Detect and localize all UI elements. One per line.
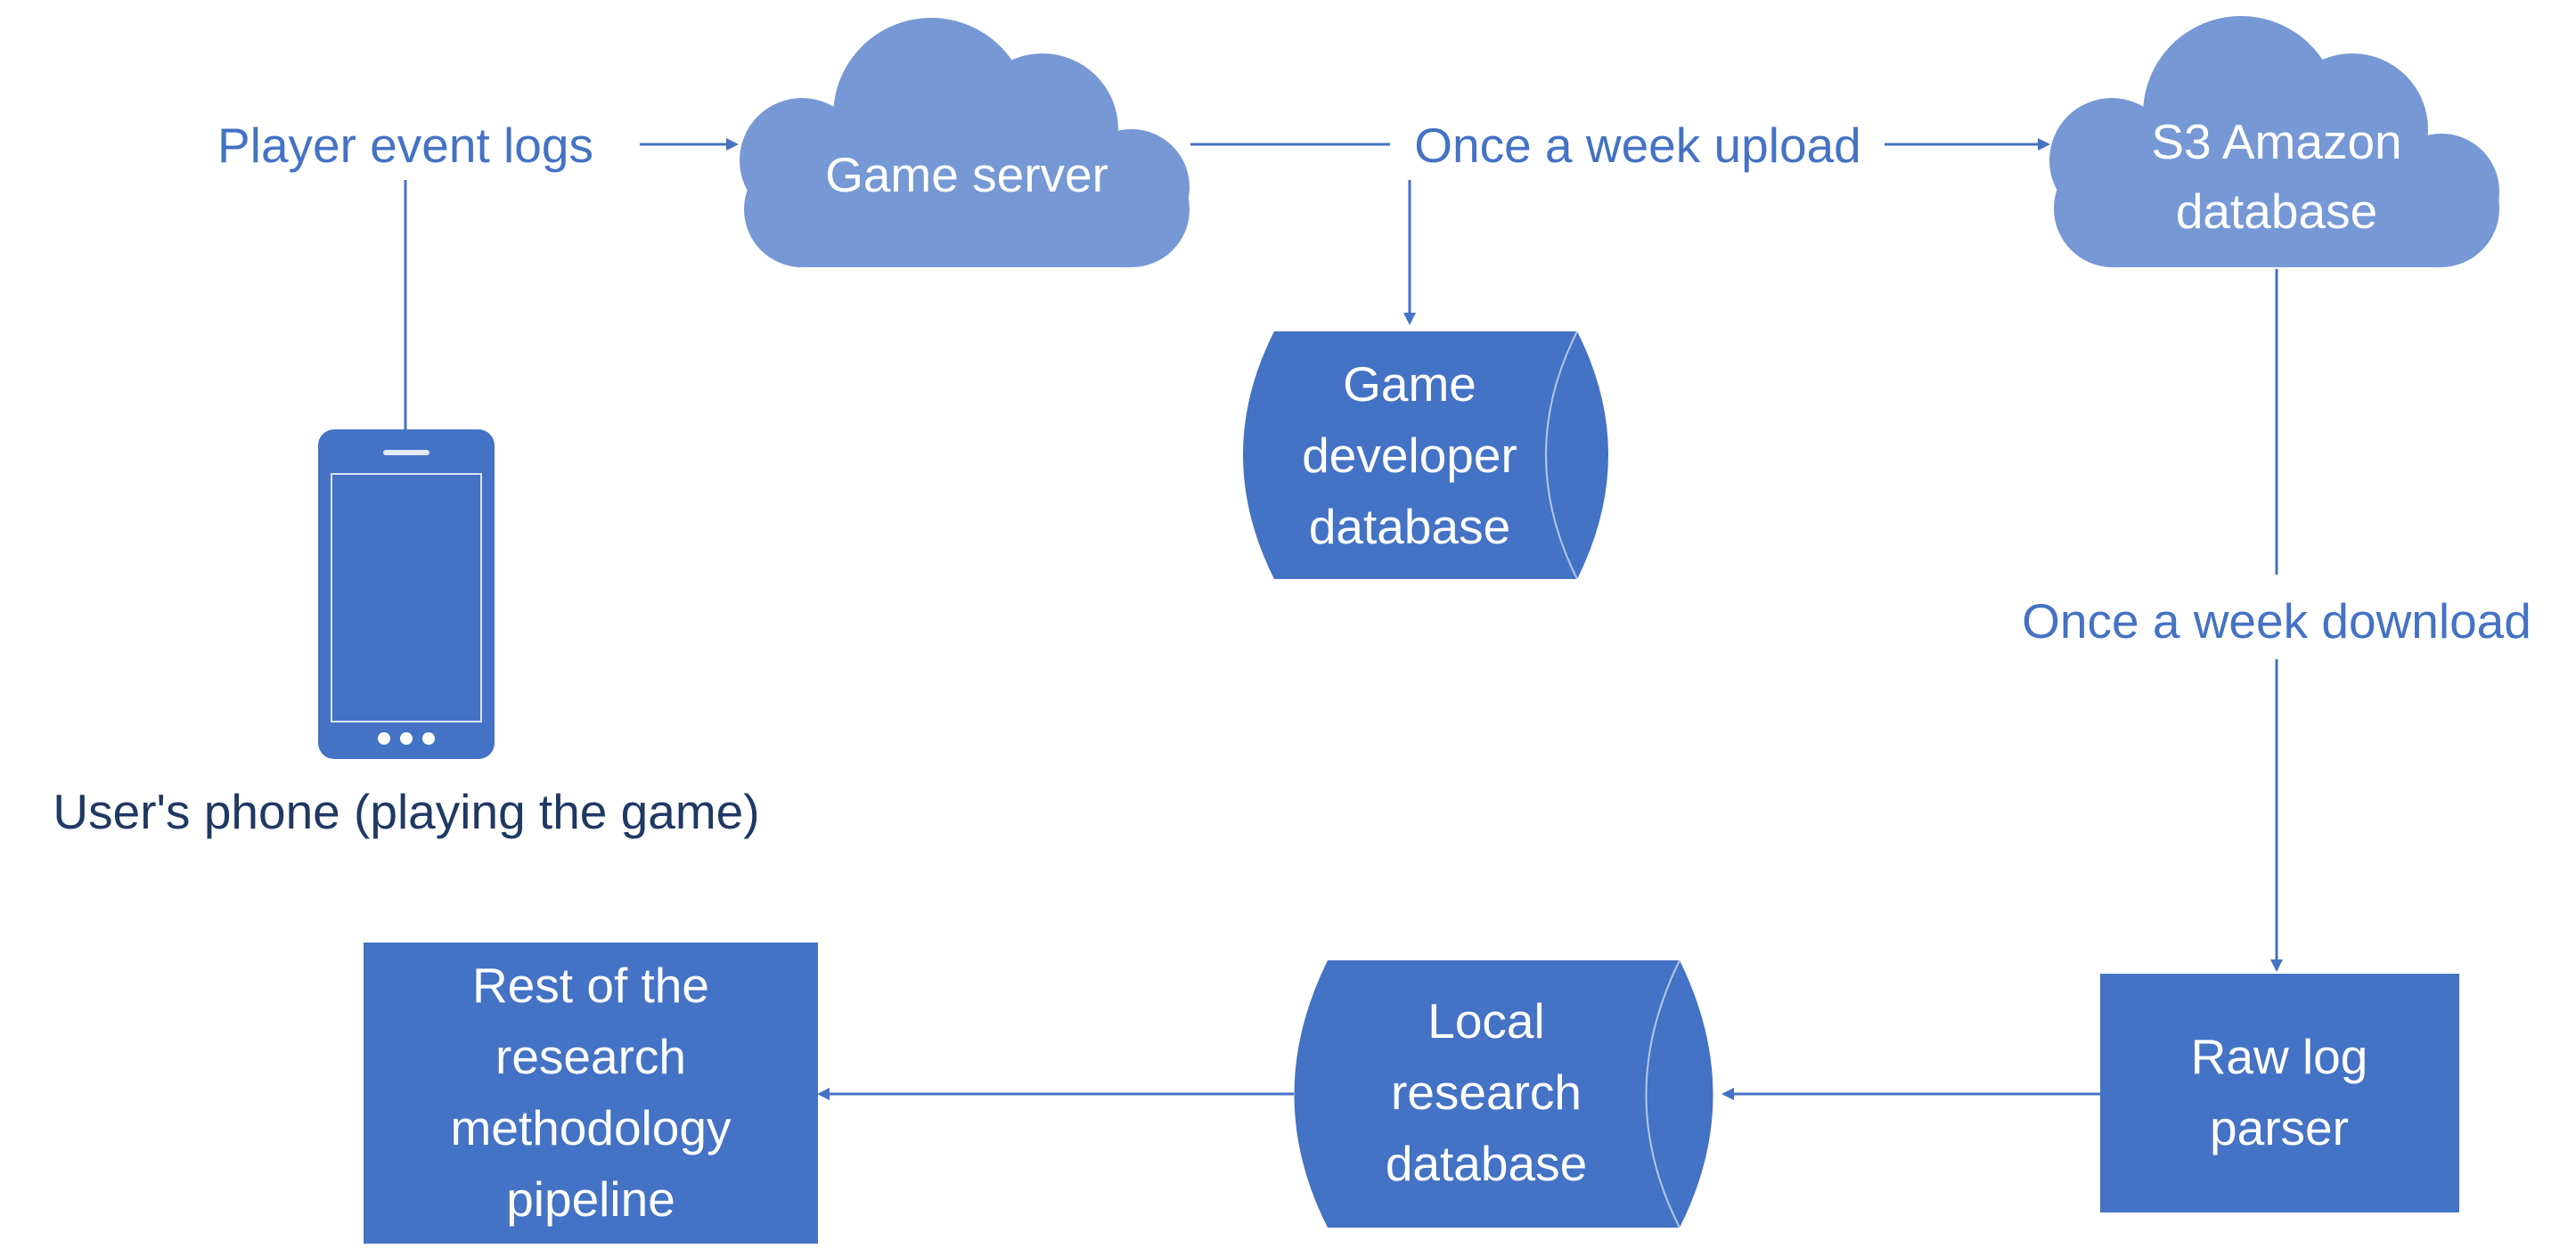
rest-of-pipeline-node: Rest of the research methodology pipelin… [364,943,818,1244]
parser-label-line-2: parser [2210,1100,2349,1155]
devdb-label-line-3: database [1309,499,1510,554]
users-phone-node: User's phone (playing the game) [53,429,760,839]
game-developer-database-node: Game developer database [1243,331,1608,580]
localdb-label-line-2: research [1391,1065,1582,1120]
raw-log-parser-box [2100,974,2459,1212]
player-event-logs-label: Player event logs [217,118,593,173]
database-icon [1243,331,1608,580]
local-research-database-node: Local research database [1294,959,1713,1228]
raw-log-parser-node: Raw log parser [2100,974,2459,1212]
s3-label-line-2: database [2176,184,2377,239]
phone-caption: User's phone (playing the game) [53,784,759,839]
game-server-node: Game server [740,18,1190,267]
localdb-label-line-1: Local [1427,993,1544,1049]
download-edge-label: Once a week download [2022,593,2531,649]
cloud-icon [740,18,1190,267]
parser-label-line-1: Raw log [2191,1029,2368,1084]
database-icon [1294,959,1713,1228]
s3-label-line-1: S3 Amazon [2151,114,2401,169]
game-server-label: Game server [825,147,1108,202]
pipeline-label-line-1: Rest of the [472,958,709,1013]
devdb-label-line-1: Game [1343,356,1476,412]
pipeline-label-line-3: methodology [451,1100,732,1155]
upload-edge-label: Once a week upload [1414,118,1860,173]
pipeline-label-line-2: research [495,1029,686,1084]
devdb-label-line-2: developer [1302,428,1517,483]
pipeline-label-line-4: pipeline [506,1171,675,1227]
smartphone-icon [318,429,495,759]
localdb-label-line-3: database [1386,1136,1587,1191]
cloud-icon [2049,16,2499,267]
s3-database-node: S3 Amazon database [2049,16,2499,267]
rest-of-pipeline-box [364,943,818,1244]
